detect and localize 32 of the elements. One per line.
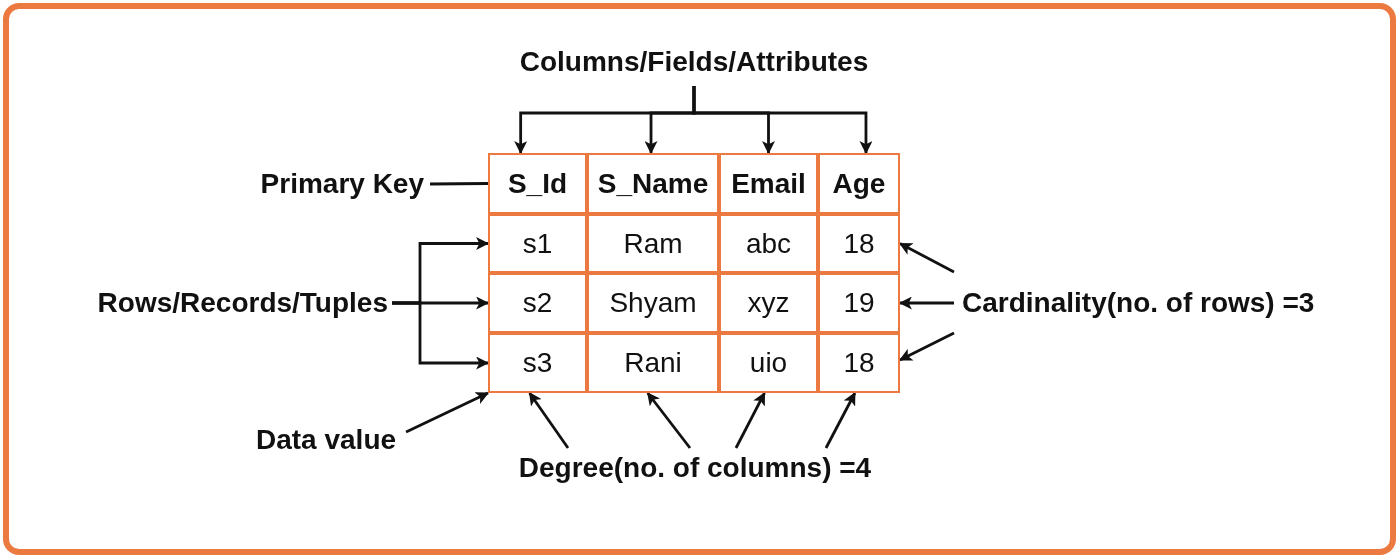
- arrow: [405, 391, 489, 434]
- leader-line: [430, 182, 488, 186]
- table-cell: Rani: [587, 333, 719, 393]
- header-cell: S_Id: [488, 153, 587, 214]
- header-cell: S_Name: [587, 153, 719, 214]
- arrow: [734, 392, 766, 449]
- annotation-label: Data value: [256, 422, 397, 458]
- annotation-label: Columns/Fields/Attributes: [519, 44, 869, 80]
- arrow: [824, 392, 857, 449]
- table-cell: abc: [719, 214, 818, 273]
- annotation-label: Cardinality(no. of rows) =3: [962, 285, 1315, 321]
- annotation-label: Primary Key: [260, 166, 424, 202]
- table-cell: s1: [488, 214, 587, 273]
- arrow: [899, 331, 955, 362]
- header-cell: Age: [818, 153, 900, 214]
- arrow: [528, 392, 570, 449]
- table-cell: s2: [488, 273, 587, 333]
- table-cell: 18: [818, 333, 900, 393]
- table-cell: xyz: [719, 273, 818, 333]
- arrow: [899, 242, 955, 274]
- arrow: [692, 86, 873, 155]
- arrow: [646, 392, 692, 449]
- table-cell: s3: [488, 333, 587, 393]
- annotation-label: Degree(no. of columns) =4: [518, 450, 872, 486]
- table-cell: Shyam: [587, 273, 719, 333]
- table-cell: uio: [719, 333, 818, 393]
- table-cell: Ram: [587, 214, 719, 273]
- table-cell: 18: [818, 214, 900, 273]
- table-cell: 19: [818, 273, 900, 333]
- header-cell: Email: [719, 153, 818, 214]
- annotation-label: Rows/Records/Tuples: [97, 285, 388, 321]
- arrow: [392, 301, 490, 370]
